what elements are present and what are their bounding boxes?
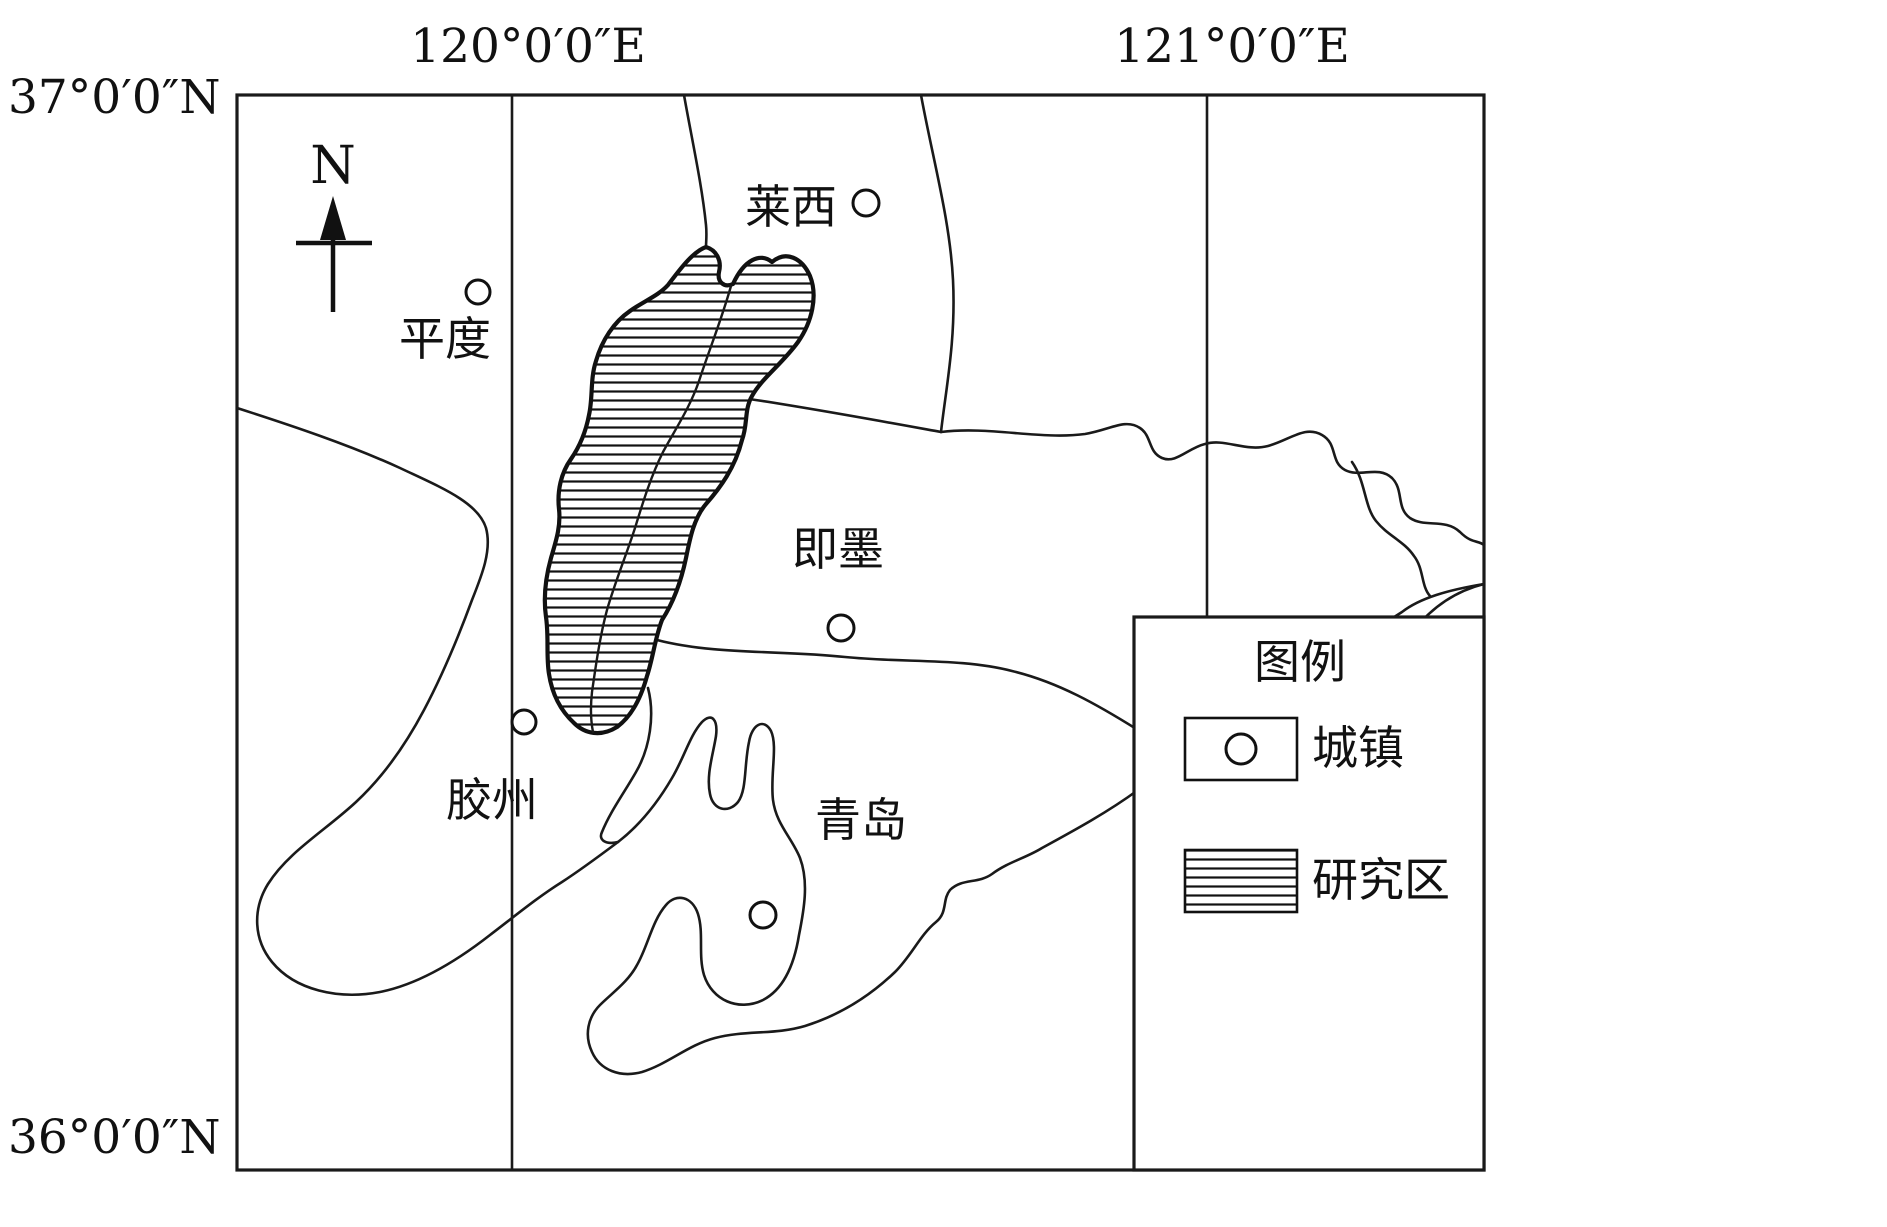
coastline-east (939, 422, 1486, 547)
coastline-qingdao-peninsula (586, 582, 1486, 1076)
boundary-jiaozhou-west (235, 406, 620, 996)
city-label-pingdu: 平度 (399, 312, 491, 366)
north-arrow-head-icon (320, 196, 346, 240)
study-area-river-line (589, 284, 733, 734)
city-marker-laixi (851, 188, 881, 218)
legend-item-study-area: 研究区 (1183, 848, 1450, 914)
study-area-polygon (542, 244, 816, 736)
legend-study-area-swatch (1183, 848, 1299, 914)
legend-town-circle-icon (1224, 732, 1258, 766)
coastline-east-inlet (1350, 460, 1432, 598)
legend-town-label: 城镇 (1312, 721, 1404, 775)
legend-title: 图例 (1254, 635, 1346, 689)
legend: 图例 城镇 研究区 (1132, 615, 1486, 1172)
boundary-laixi-jimo (747, 397, 943, 434)
boundary-laixi-east (919, 93, 955, 434)
city-label-jimo: 即墨 (792, 522, 884, 576)
city-label-jiaozhou: 胶州 (446, 773, 538, 827)
city-marker-pingdu (464, 278, 492, 306)
city-marker-qingdao (748, 900, 778, 930)
city-label-qingdao: 青岛 (815, 793, 907, 847)
city-marker-jimo (826, 613, 856, 643)
boundary-north-central (682, 93, 708, 249)
city-markers-group (464, 188, 881, 930)
latitude-label-37n: 37°0′0″N (8, 70, 220, 125)
longitude-label-121e: 121°0′0″E (1114, 19, 1350, 74)
north-arrow: N (296, 136, 372, 312)
north-arrow-label: N (310, 136, 356, 196)
legend-study-area-label: 研究区 (1312, 853, 1450, 907)
boundary-study-to-bay (599, 686, 653, 845)
longitude-label-120e: 120°0′0″E (410, 19, 646, 74)
city-label-laixi: 莱西 (745, 180, 837, 234)
legend-item-town: 城镇 (1183, 716, 1404, 782)
city-marker-jiaozhou (510, 708, 538, 736)
latitude-label-36n: 36°0′0″N (8, 1110, 220, 1165)
